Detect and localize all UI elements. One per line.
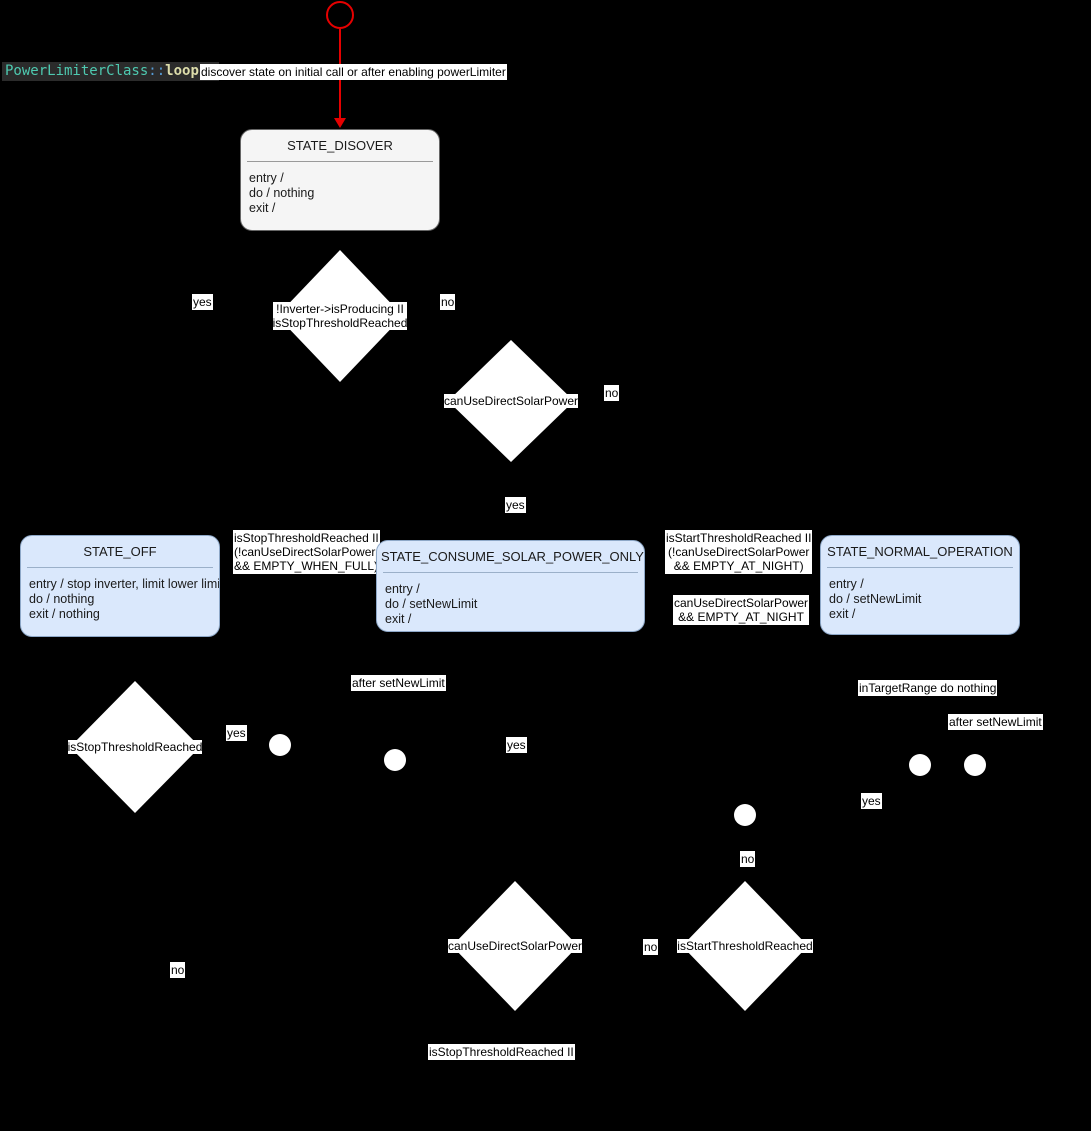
junction-node-2[interactable]	[384, 749, 406, 771]
title-scope-operator: ::	[148, 63, 166, 79]
start-transition-arrowhead	[334, 118, 346, 128]
state-body-state-consume-solar-power-only: entry / do / setNewLimit exit /	[385, 582, 478, 626]
state-box-state-consume-solar-power-only[interactable]: STATE_CONSUME_SOLAR_POWER_ONLY entry / d…	[376, 540, 645, 632]
state-box-state-off[interactable]: STATE_OFF entry / stop inverter, limit l…	[20, 535, 220, 637]
decision-label-inverter-producing: !Inverter->isProducing II isStopThreshol…	[272, 302, 408, 330]
start-transition-label: discover state on initial call or after …	[200, 64, 507, 80]
decision-can-use-direct-solar-power-bottom[interactable]: canUseDirectSolarPower	[447, 881, 583, 1011]
edge-label-in-target-range: inTargetRange do nothing	[858, 680, 998, 696]
state-body-state-disover: entry / do / nothing exit /	[249, 171, 315, 215]
decision-label-can-use-direct-solar-power-bottom: canUseDirectSolarPower	[447, 939, 583, 953]
edge-label-yes-5: yes	[861, 793, 882, 809]
edge-label-no-2: no	[604, 385, 620, 401]
page-title: PowerLimiterClass::loop()	[2, 62, 219, 81]
state-title-state-off: STATE_OFF	[83, 544, 157, 559]
edge-label-yes-3: yes	[226, 725, 247, 741]
state-title-state-normal-operation: STATE_NORMAL_OPERATION	[827, 544, 1013, 559]
decision-inverter-producing[interactable]: !Inverter->isProducing II isStopThreshol…	[272, 250, 408, 382]
state-box-state-normal-operation[interactable]: STATE_NORMAL_OPERATION entry / do / setN…	[820, 535, 1020, 635]
state-box-state-disover[interactable]: STATE_DISOVER entry / do / nothing exit …	[240, 129, 440, 231]
decision-label-is-stop-threshold-reached-left: isStopThresholdReached	[67, 740, 203, 754]
edge-label-yes-2: yes	[505, 497, 526, 513]
edge-label-after-set-new-limit-1: after setNewLimit	[351, 675, 446, 691]
title-class-name: PowerLimiterClass	[5, 63, 149, 79]
edge-label-no-4: no	[643, 939, 659, 955]
edge-label-after-set-new-limit-2: after setNewLimit	[948, 714, 1043, 730]
state-title-state-disover: STATE_DISOVER	[287, 138, 393, 153]
edge-label-yes-4: yes	[506, 737, 527, 753]
junction-node-1[interactable]	[269, 734, 291, 756]
decision-label-can-use-direct-solar-power-top: canUseDirectSolarPower	[443, 394, 579, 408]
edge-label-guard-can-use-empty-at-night: canUseDirectSolarPower && EMPTY_AT_NIGHT	[673, 595, 810, 625]
state-separator	[383, 572, 638, 573]
edge-label-yes-1: yes	[192, 294, 213, 310]
state-title-state-consume-solar-power-only: STATE_CONSUME_SOLAR_POWER_ONLY	[381, 549, 644, 564]
decision-is-start-threshold-reached[interactable]: isStartThresholdReached	[677, 881, 813, 1011]
edge-label-no-3: no	[740, 851, 756, 867]
state-separator	[247, 161, 433, 162]
edge-label-guard-start-empty-at-night: isStartThresholdReached II (!canUseDirec…	[665, 530, 813, 574]
junction-node-4[interactable]	[964, 754, 986, 776]
decision-label-is-start-threshold-reached: isStartThresholdReached	[677, 939, 813, 953]
junction-node-5[interactable]	[734, 804, 756, 826]
edge-label-guard-stop-empty-when-full: isStopThresholdReached II (!canUseDirect…	[233, 530, 380, 574]
state-separator	[27, 567, 213, 568]
decision-is-stop-threshold-reached-left[interactable]: isStopThresholdReached	[67, 681, 203, 813]
start-node-icon	[326, 1, 354, 29]
decision-can-use-direct-solar-power-top[interactable]: canUseDirectSolarPower	[443, 340, 579, 462]
state-separator	[827, 567, 1013, 568]
junction-node-3[interactable]	[909, 754, 931, 776]
edge-label-is-stop-threshold-reached-bottom: isStopThresholdReached II	[428, 1044, 575, 1060]
edge-label-no-1: no	[440, 294, 456, 310]
state-body-state-off: entry / stop inverter, limit lower limit…	[29, 577, 220, 621]
edge-label-no-5: no	[170, 962, 186, 978]
state-body-state-normal-operation: entry / do / setNewLimit exit /	[829, 577, 922, 621]
